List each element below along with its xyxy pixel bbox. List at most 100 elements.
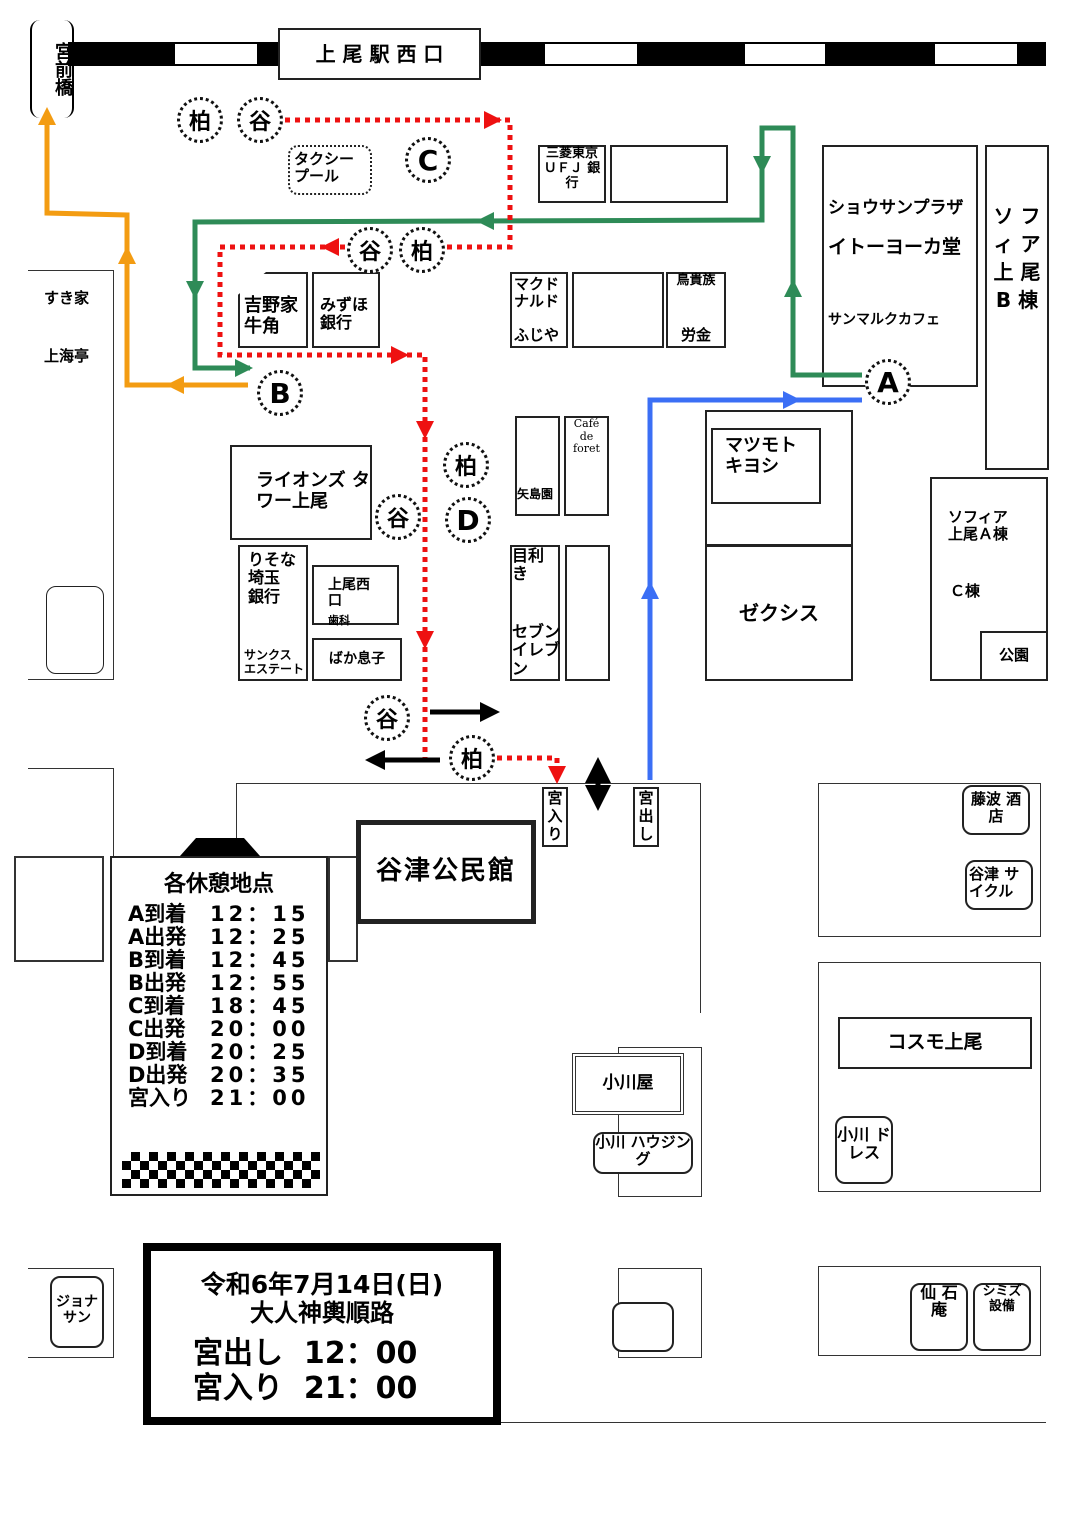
roof-shape xyxy=(180,838,260,856)
railway-segment xyxy=(175,42,257,66)
arrow-r-icon xyxy=(480,702,500,722)
matsumoto-building: マツモト キヨシ xyxy=(705,410,853,546)
bridge-label: 宮前橋 xyxy=(30,20,74,118)
start-label: 宮出し xyxy=(193,1336,283,1372)
sanmaru-label: サンマルクカフェ xyxy=(828,312,940,328)
matsumoto-kiyoshi: マツモト キヨシ xyxy=(711,428,821,504)
side-building xyxy=(14,856,104,962)
ogawa-housing: 小川 ハウジング xyxy=(593,1132,693,1174)
block-cosmo xyxy=(818,962,1041,1192)
arrow-l-icon xyxy=(321,238,339,256)
arrow-d-icon xyxy=(753,156,771,174)
shanghai-tei: 上海亭 xyxy=(44,347,90,365)
building-blank xyxy=(610,145,728,203)
marker-yatsu: 谷 xyxy=(375,494,421,540)
railway-segment xyxy=(745,42,825,66)
marker-c: C xyxy=(405,137,451,183)
block-left-lower xyxy=(28,768,114,858)
cosmo-ageo: コスモ上尾 xyxy=(838,1017,1032,1069)
schedule-time: 20：00 xyxy=(210,1017,310,1042)
fujinami-liquor: 藤波 酒店 xyxy=(962,785,1030,835)
itoyokado-label: イトーヨーカ堂 xyxy=(828,236,962,258)
blue-route xyxy=(647,397,862,780)
schedule-time: 12：55 xyxy=(210,971,310,996)
arrow-d-icon xyxy=(416,631,434,649)
cafe-de-foret: Café de foret xyxy=(564,416,609,516)
fujiya-label: ふじや xyxy=(514,325,560,344)
schedule-row: 宮入り 21：00 xyxy=(128,1087,326,1110)
mekiki-label: 目利き xyxy=(512,546,545,584)
schedule-time: 12：25 xyxy=(210,925,310,950)
schedule-time: 18：45 xyxy=(210,994,310,1019)
event-date: 令和6年7月14日(日) xyxy=(200,1270,444,1299)
block-bottom-right xyxy=(818,1266,1041,1356)
start-time: 12：00 xyxy=(303,1336,418,1372)
shoei-label: ショウサンプラザ xyxy=(828,198,964,218)
schedule-label: A出発 xyxy=(128,925,187,950)
baka-musuko: ばか息子 xyxy=(312,638,402,681)
red-route xyxy=(285,117,513,250)
building-blank xyxy=(572,272,664,348)
shoei-plaza: ショウサンプラザ イトーヨーカ堂 サンマルクカフェ xyxy=(822,145,978,387)
mcdonalds: マクド ナルド ふじや xyxy=(510,272,568,348)
c-building-label: Ｃ棟 xyxy=(950,582,981,600)
arrow-u-icon xyxy=(641,581,659,599)
schedule-time: 12：45 xyxy=(210,948,310,973)
schedule-label: C出発 xyxy=(128,1017,186,1042)
railway-segment xyxy=(935,42,1017,66)
arrow-d-icon xyxy=(186,281,204,299)
dental-clinic: 上尾西口 歯科 xyxy=(312,565,399,627)
yajimaen: 矢島園 xyxy=(515,416,560,516)
taxi-pool: タクシー プール xyxy=(288,145,372,195)
park: 公園 xyxy=(980,631,1048,681)
marker-yatsu: 谷 xyxy=(237,97,283,143)
jonathan: ジョナ サン xyxy=(50,1276,104,1348)
schedule-label: 宮入り xyxy=(128,1086,191,1111)
resona-label: りそな 埼玉 銀行 xyxy=(248,550,297,606)
marker-b: B xyxy=(257,370,303,416)
torikizoku: 鳥貴族 労金 xyxy=(666,272,726,348)
date-info-box: 令和6年7月14日(日) 大人神輿順路 宮出し 12：00 宮入り 21：00 xyxy=(143,1243,501,1425)
arrow-d-icon xyxy=(416,421,434,439)
xexis: ゼクシス xyxy=(705,545,853,681)
railway-segment xyxy=(545,42,637,66)
arrow-r-icon xyxy=(391,346,409,364)
arrow-u-icon xyxy=(38,107,56,125)
marker-kashiwa: 柏 xyxy=(443,442,489,488)
dental-label: 上尾西口 xyxy=(328,577,370,610)
arrow-u-icon xyxy=(784,279,802,297)
schedule-label: D到着 xyxy=(128,1040,188,1065)
end-label: 宮入り xyxy=(193,1370,283,1406)
block-left xyxy=(28,270,114,680)
end-time: 21：00 xyxy=(303,1370,418,1406)
marker-d: D xyxy=(445,497,491,543)
ogawa-dress: 小川 ドレス xyxy=(835,1116,893,1184)
road-line xyxy=(500,1422,1046,1423)
shimizu-setsubi: シミズ 設備 xyxy=(973,1283,1031,1351)
marker-yatsu: 谷 xyxy=(347,227,393,273)
miyairi-label: 宮 入 り xyxy=(542,787,568,847)
sofia-b: ソ フ ィ ア 上 尾 B 棟 xyxy=(985,145,1049,470)
arrow-r-icon xyxy=(484,111,502,129)
schedule-label: C到着 xyxy=(128,994,186,1019)
arrow-l-icon xyxy=(166,376,184,394)
schedule-time: 12：15 xyxy=(210,902,310,927)
seven-eleven: 目利き セブン イレブ ン xyxy=(510,545,560,681)
yatsu-community-hall: 谷津公民館 xyxy=(356,820,536,924)
station-west-exit: 上 尾 駅 西 口 xyxy=(278,28,481,80)
block-right xyxy=(818,783,1041,937)
parking-shape xyxy=(46,586,104,674)
sensekian: 仙 石 庵 xyxy=(910,1283,968,1351)
sofia-a: ソフィア 上尾Ａ棟 Ｃ棟 公園 xyxy=(930,477,1048,681)
marker-a: A xyxy=(865,359,911,405)
marker-kashiwa: 柏 xyxy=(449,735,495,781)
block-ogawa xyxy=(618,1047,702,1197)
schedule-row: C到着 18：45 xyxy=(128,995,326,1018)
schedule-time: 21：00 xyxy=(210,1086,310,1111)
sukiya: すき家 xyxy=(44,289,90,307)
